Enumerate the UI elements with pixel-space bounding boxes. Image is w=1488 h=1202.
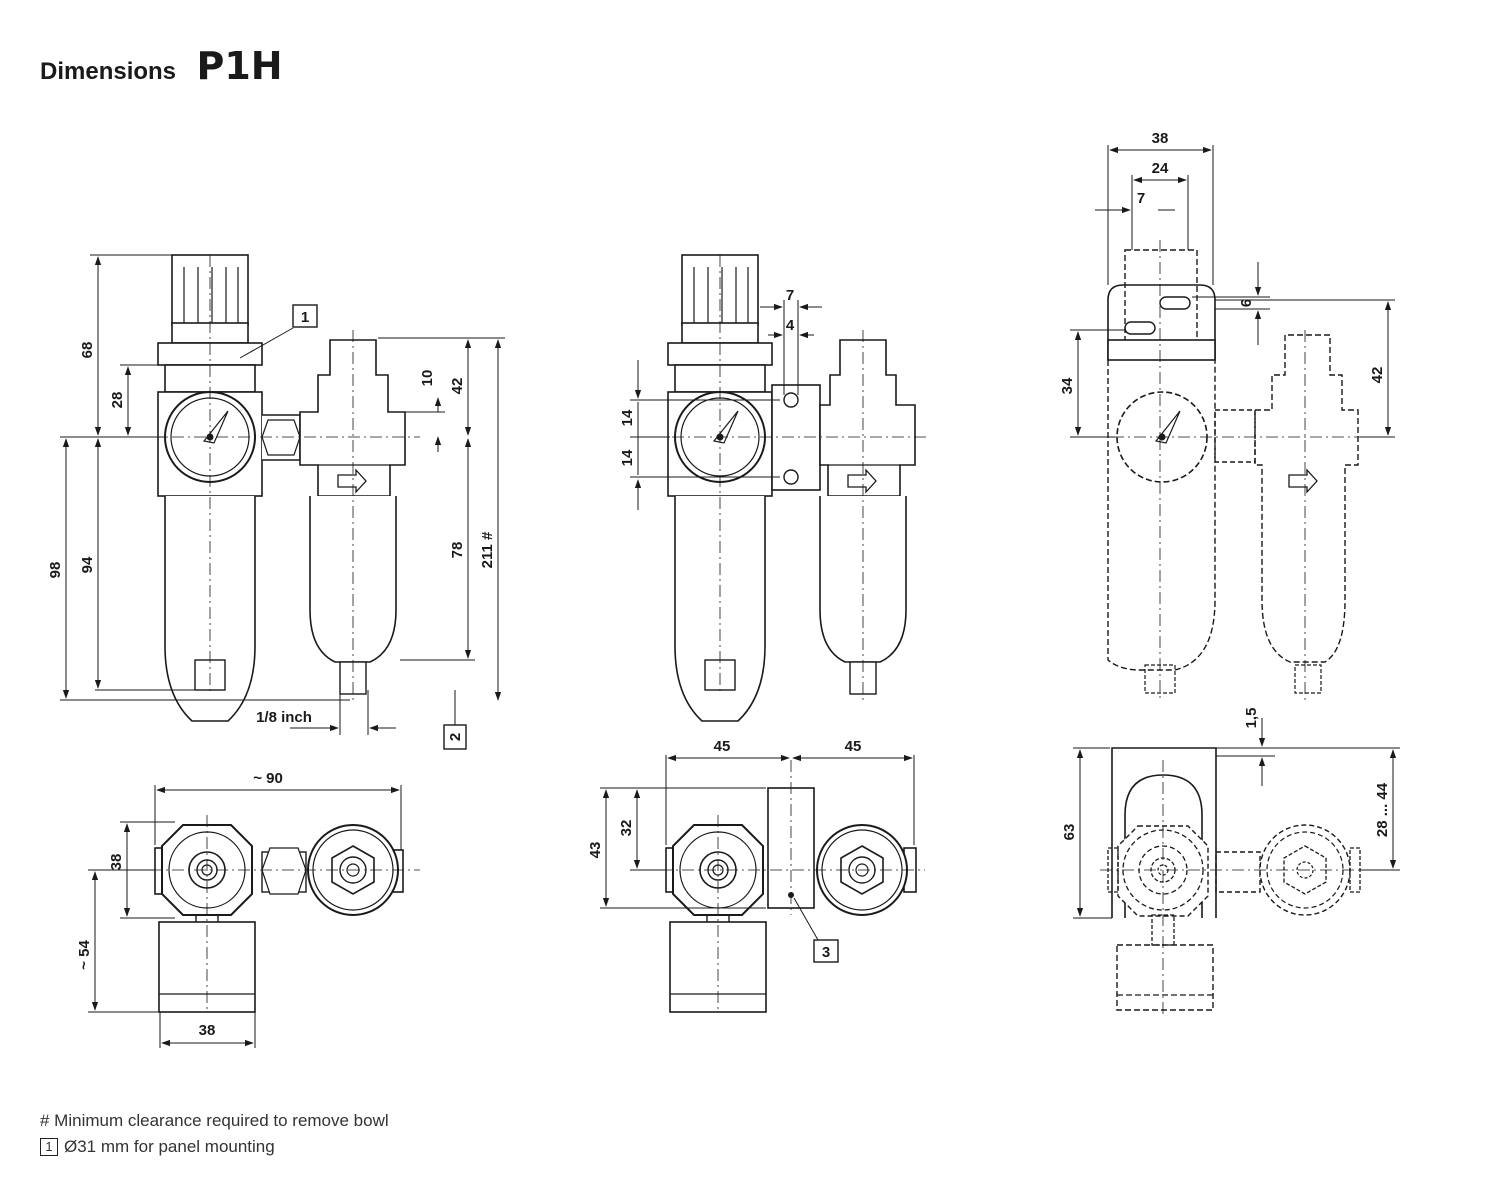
dim-14-lower: 14 [619,449,636,466]
dim-90-top: ~ 90 [253,770,283,787]
dim-38-top-bottom: 38 [199,1022,216,1039]
dim-94: 94 [79,556,96,573]
note-ref-box: 1 [40,1138,58,1156]
callout-3-label: 3 [822,944,830,961]
dim-42-side: 42 [1369,367,1386,384]
dim-28-44: 28 ... 44 [1374,782,1391,837]
dim-7-front-mod: 7 [786,287,794,304]
dim-54-top: ~ 54 [76,940,93,970]
note-bowl-clearance: # Minimum clearance required to remove b… [40,1111,389,1130]
view-top-panel [1100,747,1380,1015]
dims-front-modular [630,300,822,510]
dims-front [60,254,505,750]
callout-1-label: 1 [301,309,309,326]
dim-28: 28 [109,392,126,409]
dim-10: 10 [419,370,436,387]
dim-43-top-mod: 43 [587,842,604,859]
dim-63: 63 [1061,824,1078,841]
view-top-modular [660,760,925,1013]
title-model: P1H [196,44,283,88]
dim-port-size: 1/8 inch [256,709,312,726]
footnotes: # Minimum clearance required to remove b… [40,1108,389,1160]
dims-side-panel [1070,145,1395,438]
dim-38-side: 38 [1152,130,1169,147]
view-top [150,815,420,1013]
view-side-panel [1090,240,1380,700]
dim-1-5: 1,5 [1243,708,1260,729]
dim-34-side: 34 [1059,377,1076,394]
dim-4-front-mod: 4 [786,317,795,334]
clearance-box-label: 2 [447,733,464,741]
dim-45-left: 45 [714,738,731,755]
title-dimensions: Dimensions [40,58,177,85]
page-title: Dimensions P1H [40,44,283,88]
note-panel-mounting: 1 Ø31 mm for panel mounting [40,1134,389,1160]
view-front [150,254,420,722]
dim-32-top-mod: 32 [618,820,635,837]
dim-42: 42 [449,378,466,395]
dim-45-right: 45 [845,738,862,755]
dims-top [88,785,402,1048]
note-panel-mounting-text: Ø31 mm for panel mounting [64,1137,275,1156]
dim-7-side: 7 [1137,190,1145,207]
dim-14-upper: 14 [619,409,636,426]
dim-78: 78 [449,542,466,559]
dims-top-modular [600,754,915,909]
view-front-modular [650,254,930,722]
dims-top-panel [1073,718,1400,919]
dim-211: 211 # [479,531,496,568]
dim-38-top: 38 [108,854,125,871]
dim-98: 98 [47,562,64,579]
dim-24-side: 24 [1152,160,1169,177]
dim-6-side: 6 [1238,299,1255,307]
dim-68: 68 [79,342,96,359]
